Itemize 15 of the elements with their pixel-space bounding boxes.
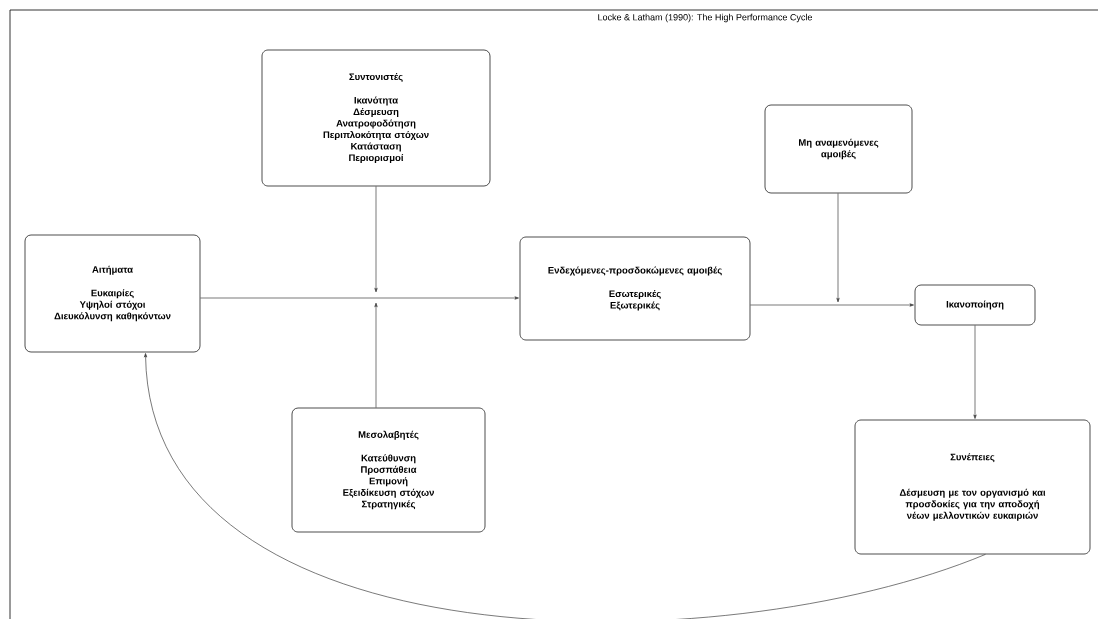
text-box: Συνέπειες Δέσμευση με τον οργανισμό και προσδοκίες για την αποδοχή νέων μελλοντικών ευκαιριών — [854, 419, 1091, 555]
title: Locke & Latham (1990): The High Performance Cycle — [598, 13, 813, 23]
text-box: Συντονιστές Ικανότητα Δέσμευση Ανατροφοδότηση Περιπλοκότητα στόχων Κατάσταση Περιορισμοί — [261, 49, 491, 187]
arrow — [374, 302, 378, 408]
text-box: Ενδεχόμενες-προσδοκώμενες αμοιβές Εσωτερικές Εξωτερικές — [519, 236, 751, 341]
arrow — [836, 193, 840, 303]
arrow — [750, 303, 914, 307]
arrow — [973, 325, 977, 419]
text-box: Αιτήματα Ευκαιρίες Υψηλοί στόχοι Διευκόλυνση καθηκόντων — [24, 234, 201, 353]
arrow — [200, 296, 519, 300]
arrow — [144, 353, 986, 619]
text-box: Μεσολαβητές Κατεύθυνση Προσπάθεια Επιμονή Εξειδίκευση στόχων Στρατηγικές — [291, 407, 486, 533]
arrow — [374, 186, 378, 293]
text-box: Μη αναμενόμενες αμοιβές — [764, 104, 913, 194]
text-box: Ικανοποίηση — [914, 284, 1036, 326]
